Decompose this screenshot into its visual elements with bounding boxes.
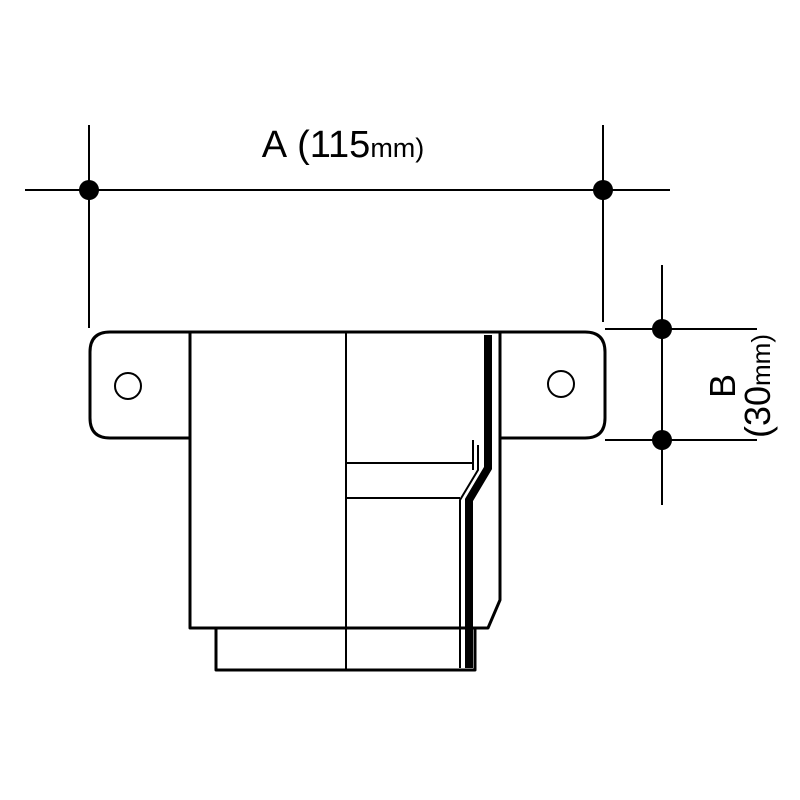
fixing-hole-left <box>114 372 142 400</box>
dimension-a-dot-left <box>79 180 99 200</box>
dimension-b-dot-top <box>652 319 672 339</box>
fixing-hole-right <box>547 370 575 398</box>
internal-lines <box>345 332 474 670</box>
dimension-b-dot-bottom <box>652 430 672 450</box>
part-outline <box>88 330 607 672</box>
dimension-b-text: (30mm) <box>737 334 778 438</box>
dimension-b-unit: mm) <box>746 334 776 386</box>
mounting-flange <box>88 330 607 440</box>
dimension-a-dot-right <box>593 180 613 200</box>
spigot-wall-inner <box>459 445 479 668</box>
spigot-wall <box>459 335 492 668</box>
dimension-b-value: (30 <box>737 386 778 438</box>
dimension-b <box>605 265 757 505</box>
spigot-wall-thick <box>465 335 492 668</box>
dimension-a <box>25 125 670 328</box>
main-body <box>188 332 502 630</box>
dimension-b-letter: B <box>702 374 743 398</box>
dimension-a-unit: mm) <box>370 133 424 163</box>
dimension-a-letter: A <box>262 124 288 166</box>
dimension-a-label: A(115mm) <box>262 124 425 166</box>
dimension-a-value: (115 <box>297 124 370 166</box>
